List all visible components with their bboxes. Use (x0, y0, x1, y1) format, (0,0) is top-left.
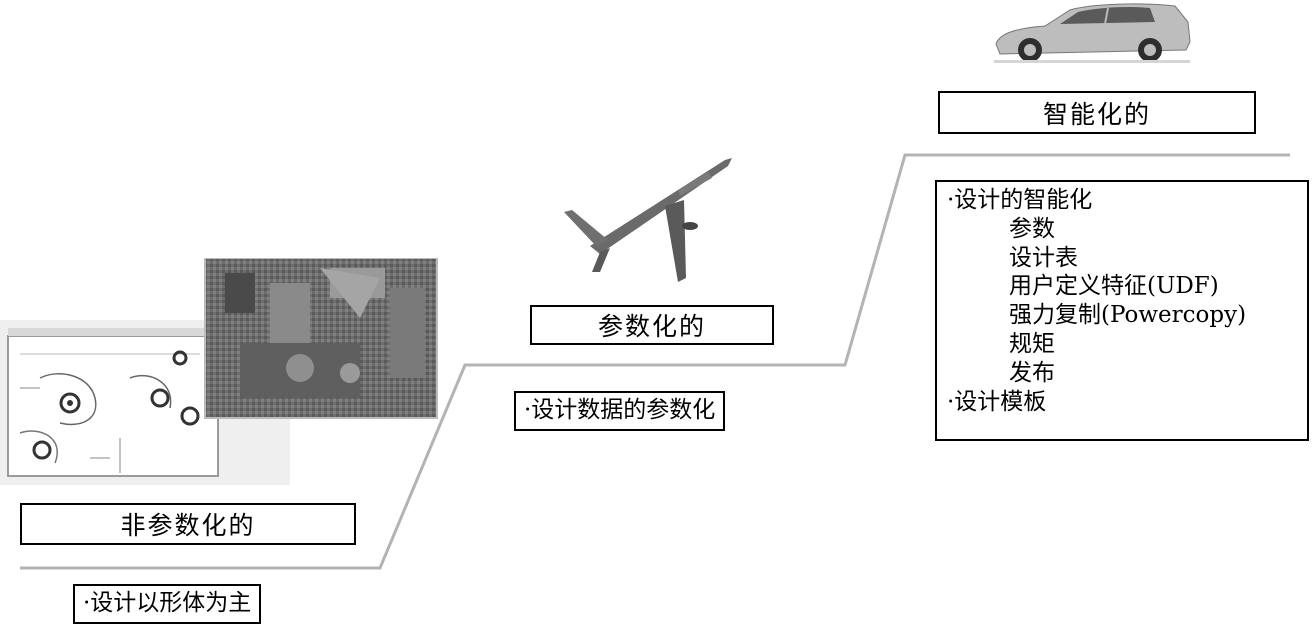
stage-1-desc-box: ·设计以形体为主 (73, 584, 262, 624)
stage-3-subpoint-udf: 用户定义特征(UDF) (1009, 273, 1219, 300)
stage-3-title: 智能化的 (1042, 99, 1151, 129)
stage-2-title: 参数化的 (597, 312, 706, 341)
stage-3-subpoint-publish: 发布 (1009, 359, 1055, 386)
stage-2-title-box: 参数化的 (530, 305, 774, 345)
stage-3-desc-box: ·设计的智能化 参数 设计表 用户定义特征(UDF) 强力复制(Powercop… (935, 180, 1309, 441)
stage-3-subpoint-rules: 规矩 (1009, 330, 1055, 357)
airplane-icon (564, 158, 732, 282)
stage-3-point-design-intelligence: ·设计的智能化 (947, 187, 1093, 213)
car-icon (994, 3, 1191, 63)
stage-3-point-design-template: ·设计模板 (947, 388, 1047, 415)
cad-drawing-and-factory-photo-icon (0, 258, 438, 485)
stage-3-subpoint-design-table: 设计表 (1009, 244, 1078, 271)
stage-2-point: ·设计数据的参数化 (524, 397, 716, 423)
stage-3-subpoint-powercopy: 强力复制(Powercopy) (1009, 302, 1247, 329)
stage-3-subpoint-parameters: 参数 (1009, 215, 1055, 242)
stage-1-point: ·设计以形体为主 (83, 590, 252, 616)
stage-1-title: 非参数化的 (120, 511, 256, 540)
stage-2-desc-box: ·设计数据的参数化 (514, 391, 726, 431)
stage-3-title-box: 智能化的 (938, 91, 1256, 134)
stage-1-title-box: 非参数化的 (20, 503, 356, 545)
